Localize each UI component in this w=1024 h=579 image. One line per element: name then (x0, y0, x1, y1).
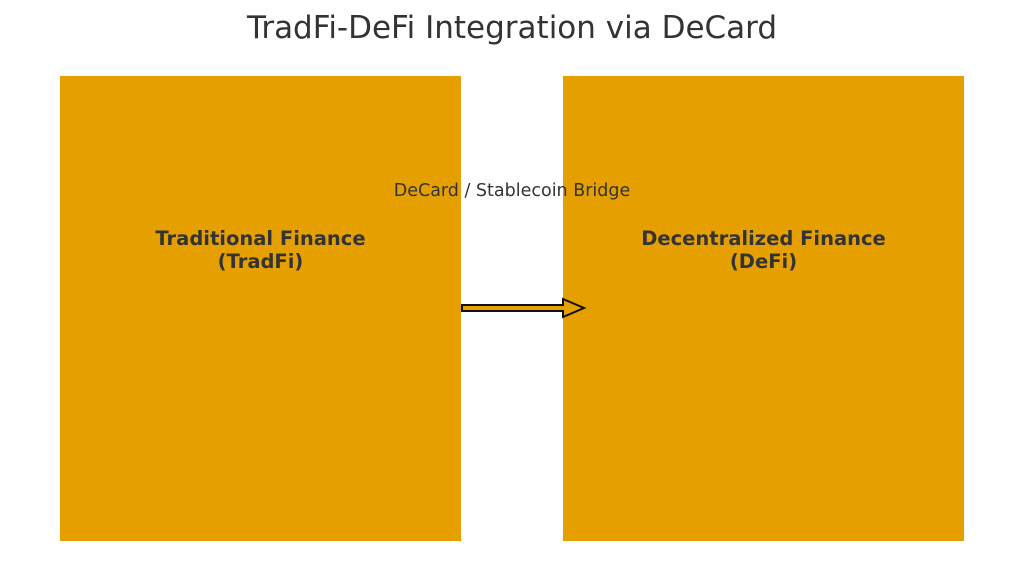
bridge-arrow (461, 297, 587, 319)
tradfi-label: Traditional Finance (TradFi) (60, 227, 461, 273)
defi-box: Decentralized Finance (DeFi) (563, 76, 964, 541)
bridge-label: DeCard / Stablecoin Bridge (393, 181, 631, 201)
tradfi-label-line1: Traditional Finance (155, 227, 366, 250)
defi-label: Decentralized Finance (DeFi) (563, 227, 964, 273)
diagram-title: TradFi-DeFi Integration via DeCard (246, 10, 778, 46)
defi-label-line1: Decentralized Finance (641, 227, 886, 250)
tradfi-label-line2: (TradFi) (217, 250, 304, 273)
defi-label-line2: (DeFi) (729, 250, 798, 273)
tradfi-box: Traditional Finance (TradFi) (60, 76, 461, 541)
